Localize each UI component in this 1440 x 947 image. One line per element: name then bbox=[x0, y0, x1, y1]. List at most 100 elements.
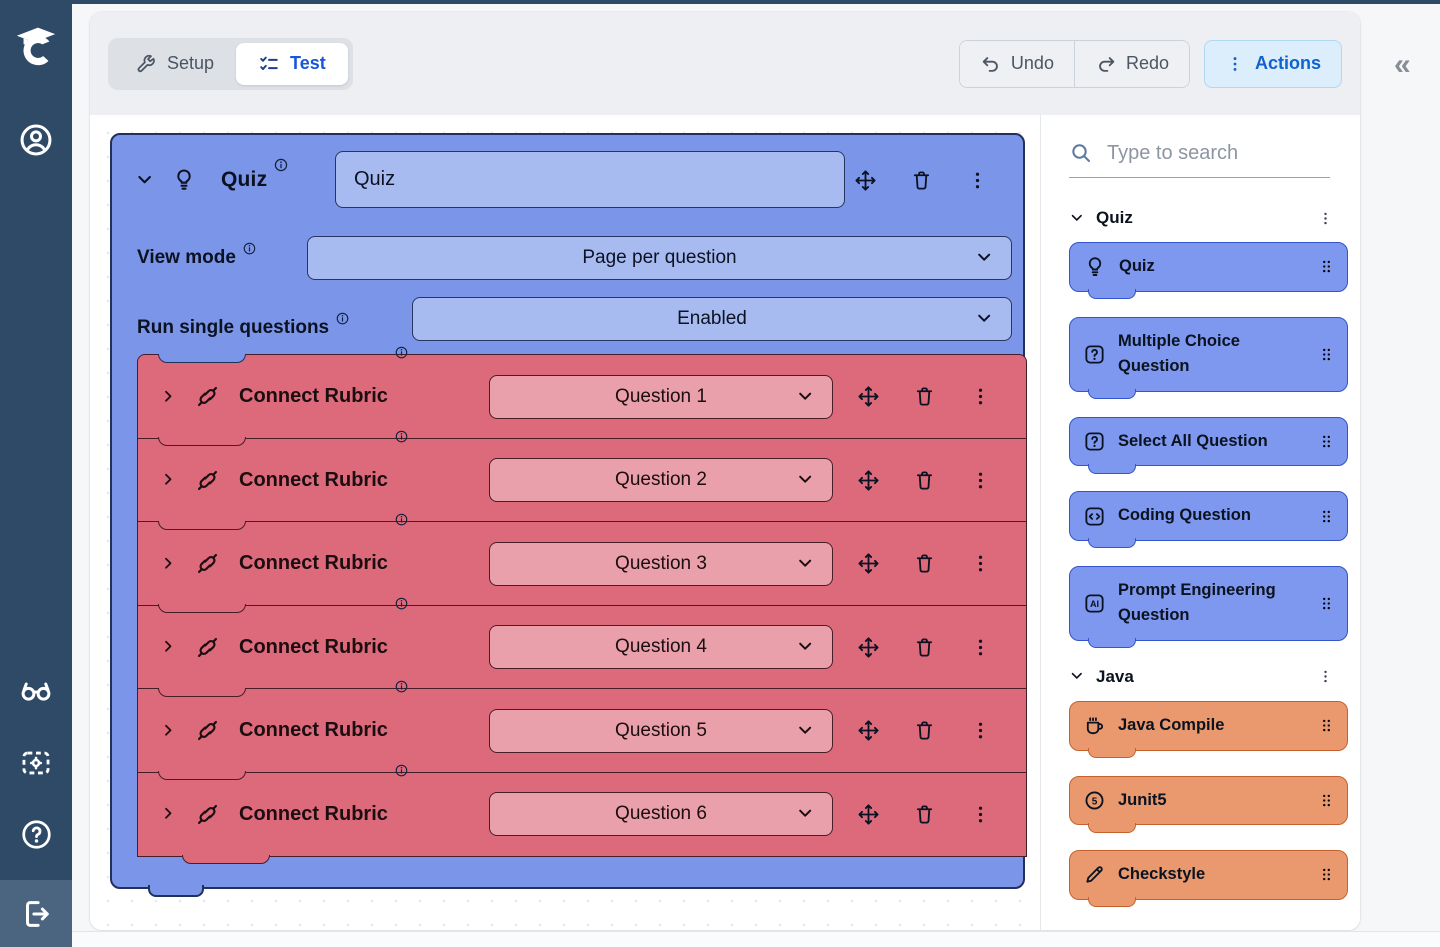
lightbulb-icon bbox=[171, 167, 197, 193]
palette-block-junit5[interactable]: Junit5 bbox=[1069, 775, 1348, 833]
trash-icon[interactable] bbox=[913, 803, 936, 826]
info-icon[interactable] bbox=[335, 311, 350, 326]
question-select[interactable]: Question 6 bbox=[489, 792, 833, 836]
trash-icon[interactable] bbox=[913, 552, 936, 575]
chevron-right-icon[interactable] bbox=[160, 805, 178, 823]
block-notch bbox=[158, 353, 246, 363]
kebab-icon[interactable] bbox=[969, 552, 992, 575]
tab-setup[interactable]: Setup bbox=[113, 43, 236, 85]
autotest-editor-card: Setup Test Undo Redo Actions bbox=[90, 12, 1360, 930]
lightbulb-icon bbox=[1083, 255, 1107, 279]
kebab-icon[interactable] bbox=[966, 169, 989, 192]
reader-glasses-icon[interactable] bbox=[0, 672, 72, 708]
chevron-right-icon[interactable] bbox=[160, 388, 178, 406]
palette-block-prompt-engineering-question[interactable]: Prompt Engineering Question bbox=[1069, 565, 1348, 649]
palette-search-input[interactable] bbox=[1107, 141, 1312, 165]
drag-handle-icon[interactable] bbox=[1319, 715, 1334, 736]
chevron-right-icon[interactable] bbox=[160, 722, 178, 740]
connect-rubric-block[interactable]: Connect Rubric Question 1 bbox=[137, 346, 1027, 439]
tab-test[interactable]: Test bbox=[236, 42, 348, 85]
kebab-icon[interactable] bbox=[969, 636, 992, 659]
trash-icon[interactable] bbox=[913, 469, 936, 492]
connect-rubric-block[interactable]: Connect Rubric Question 6 bbox=[137, 764, 1027, 857]
move-icon[interactable] bbox=[857, 469, 880, 492]
view-mode-select[interactable]: Page per question bbox=[307, 236, 1012, 280]
kebab-icon[interactable] bbox=[1317, 668, 1334, 685]
connect-rubric-block[interactable]: Connect Rubric Question 5 bbox=[137, 680, 1027, 773]
drag-handle-icon[interactable] bbox=[1319, 431, 1334, 452]
run-single-questions-select[interactable]: Enabled bbox=[412, 297, 1012, 341]
move-icon[interactable] bbox=[857, 552, 880, 575]
chevron-right-icon[interactable] bbox=[160, 638, 178, 656]
kebab-icon[interactable] bbox=[1317, 210, 1334, 227]
palette-block-checkstyle[interactable]: Checkstyle bbox=[1069, 850, 1348, 907]
kebab-icon[interactable] bbox=[969, 469, 992, 492]
actions-button[interactable]: Actions bbox=[1203, 39, 1342, 88]
block-canvas[interactable]: Quiz View mode Page per question bbox=[90, 115, 1040, 930]
palette-block-quiz[interactable]: Quiz bbox=[1069, 242, 1348, 299]
chevron-right-icon[interactable] bbox=[160, 471, 178, 489]
actions-label: Actions bbox=[1254, 53, 1321, 73]
info-icon[interactable] bbox=[242, 241, 257, 256]
trash-icon[interactable] bbox=[913, 636, 936, 659]
info-icon[interactable] bbox=[394, 763, 409, 778]
palette-block-select-all-question[interactable]: Select All Question bbox=[1069, 416, 1348, 474]
info-icon[interactable] bbox=[394, 429, 409, 444]
drag-handle-icon[interactable] bbox=[1319, 790, 1334, 811]
info-icon[interactable] bbox=[394, 596, 409, 611]
info-icon[interactable] bbox=[394, 679, 409, 694]
palette-block-label: Java Compile bbox=[1118, 715, 1225, 734]
palette-section-quiz[interactable]: Quiz bbox=[1069, 208, 1334, 228]
palette-block-coding-question[interactable]: Coding Question bbox=[1069, 491, 1348, 548]
drag-handle-icon[interactable] bbox=[1319, 593, 1334, 614]
drag-handle-icon[interactable] bbox=[1319, 344, 1334, 365]
question-select[interactable]: Question 4 bbox=[489, 625, 833, 669]
plug-icon bbox=[194, 634, 221, 661]
account-icon[interactable] bbox=[0, 122, 72, 158]
quiz-name-input[interactable] bbox=[335, 151, 845, 208]
move-icon[interactable] bbox=[857, 719, 880, 742]
move-icon[interactable] bbox=[854, 169, 877, 192]
chevron-right-icon[interactable] bbox=[160, 555, 178, 573]
info-icon[interactable] bbox=[273, 157, 289, 173]
question-select[interactable]: Question 2 bbox=[489, 458, 833, 502]
connect-rubric-block[interactable]: Connect Rubric Question 4 bbox=[137, 597, 1027, 690]
info-icon[interactable] bbox=[394, 345, 409, 360]
quiz-block[interactable]: Quiz View mode Page per question bbox=[110, 133, 1027, 897]
kebab-icon[interactable] bbox=[969, 803, 992, 826]
collapse-panel-button[interactable]: « bbox=[1394, 48, 1411, 81]
palette-section-java[interactable]: Java bbox=[1069, 667, 1334, 687]
redo-button[interactable]: Redo bbox=[1073, 40, 1189, 87]
move-icon[interactable] bbox=[857, 385, 880, 408]
trash-icon[interactable] bbox=[910, 169, 933, 192]
trash-icon[interactable] bbox=[913, 719, 936, 742]
connect-rubric-block[interactable]: Connect Rubric Question 2 bbox=[137, 430, 1027, 523]
logout-button[interactable] bbox=[0, 880, 72, 947]
question-select[interactable]: Question 5 bbox=[489, 708, 833, 753]
drag-handle-icon[interactable] bbox=[1319, 256, 1334, 277]
connect-rubric-title: Connect Rubric bbox=[239, 635, 388, 658]
drag-handle-icon[interactable] bbox=[1319, 864, 1334, 885]
search-icon bbox=[1069, 141, 1093, 165]
move-icon[interactable] bbox=[857, 636, 880, 659]
chevron-down-icon[interactable] bbox=[135, 170, 156, 191]
question-select[interactable]: Question 3 bbox=[489, 541, 833, 586]
drag-handle-icon[interactable] bbox=[1319, 506, 1334, 527]
kebab-icon[interactable] bbox=[969, 385, 992, 408]
connect-rubric-block[interactable]: Connect Rubric Question 3 bbox=[137, 513, 1027, 606]
undo-button[interactable]: Undo bbox=[959, 40, 1074, 87]
kebab-icon[interactable] bbox=[969, 719, 992, 742]
left-nav-rail bbox=[0, 0, 72, 947]
app-logo[interactable] bbox=[0, 20, 72, 66]
question-select[interactable]: Question 1 bbox=[489, 374, 833, 419]
connect-rubric-stack: Connect Rubric Question 1 bbox=[137, 346, 1027, 864]
palette-block-multiple-choice-question[interactable]: Multiple Choice Question bbox=[1069, 316, 1348, 400]
chevron-down-icon bbox=[1069, 668, 1086, 685]
trash-icon[interactable] bbox=[913, 385, 936, 408]
palette-block-label: Junit5 bbox=[1118, 790, 1167, 809]
snippets-gear-icon[interactable] bbox=[0, 746, 72, 780]
move-icon[interactable] bbox=[857, 803, 880, 826]
palette-block-java-compile[interactable]: Java Compile bbox=[1069, 700, 1348, 758]
help-icon[interactable] bbox=[0, 818, 72, 851]
info-icon[interactable] bbox=[394, 512, 409, 527]
